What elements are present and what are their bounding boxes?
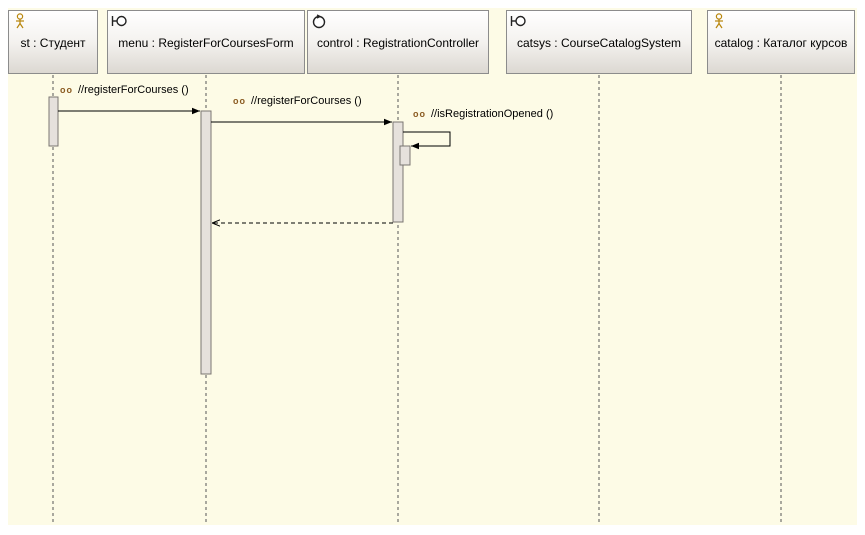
activation-control[interactable]	[392, 121, 404, 223]
message-arrow-3[interactable]	[403, 131, 451, 150]
lifeline-label-catalog: catalog : Каталог курсов	[714, 36, 848, 50]
lifeline-header-catsys[interactable]: catsys : CourseCatalogSystem	[506, 10, 692, 74]
boundary-icon	[111, 15, 127, 27]
operation-icon: oo	[233, 96, 246, 106]
lifeline-label-menu: menu : RegisterForCoursesForm	[118, 36, 294, 50]
activation-st[interactable]	[48, 96, 59, 147]
lifeline-header-menu[interactable]: menu : RegisterForCoursesForm	[107, 10, 305, 74]
lifeline-label-control: control : RegistrationController	[316, 36, 480, 50]
boundary-icon	[510, 15, 526, 27]
lifeline-label-catsys: catsys : CourseCatalogSystem	[516, 36, 682, 50]
lifeline-header-st[interactable]: st : Студент	[8, 10, 98, 74]
actor-icon	[715, 13, 723, 29]
message-label-2[interactable]: oo //registerForCourses ()	[233, 95, 362, 107]
lifeline-label-st: st : Студент	[20, 36, 86, 50]
activation-control-self[interactable]	[399, 145, 411, 166]
diagram-canvas	[8, 8, 857, 525]
operation-icon: oo	[413, 109, 426, 119]
lifeline-header-catalog[interactable]: catalog : Каталог курсов	[707, 10, 855, 74]
message-label-3[interactable]: oo //isRegistrationOpened ()	[413, 108, 553, 120]
message-text-2: //registerForCourses ()	[251, 95, 362, 107]
lifeline-header-control[interactable]: control : RegistrationController	[307, 10, 489, 74]
message-label-1[interactable]: oo //registerForCourses ()	[60, 84, 189, 96]
activation-menu[interactable]	[200, 110, 212, 375]
message-text-1: //registerForCourses ()	[78, 84, 189, 96]
actor-icon	[16, 13, 24, 29]
message-text-3: //isRegistrationOpened ()	[431, 108, 554, 120]
control-icon	[312, 14, 326, 29]
operation-icon: oo	[60, 85, 73, 95]
